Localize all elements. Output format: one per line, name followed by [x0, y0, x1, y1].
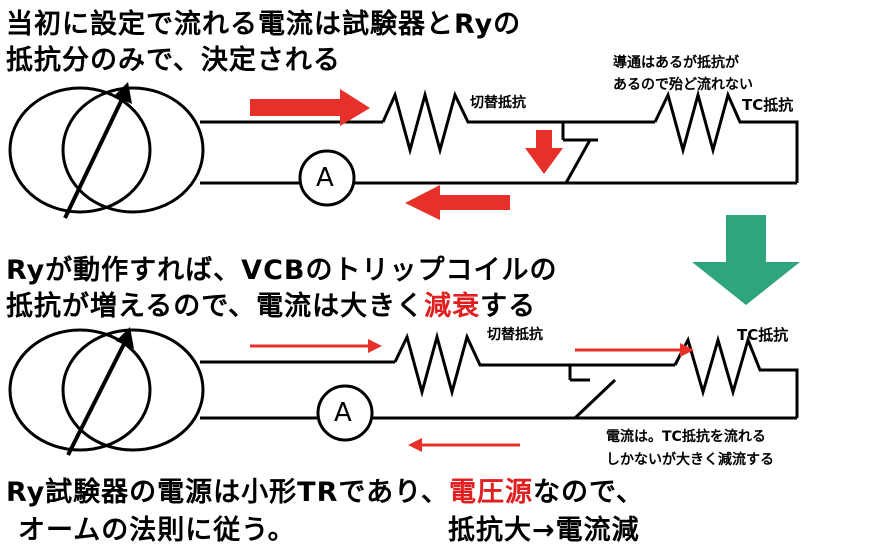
top-source-circle-right: [61, 86, 205, 214]
bottom-caption-line2: オームの法則に従う。: [18, 515, 296, 546]
bottom-caption-line1-pre: Ry試験器の電源は小形TRであり、: [6, 477, 450, 508]
top-ammeter-label: A: [316, 163, 334, 193]
top-circuit: [8, 82, 799, 220]
middle-caption-line1: Ryが動作すれば、VCBのトリップコイルの: [6, 255, 558, 286]
bottom-variable-arrow: [66, 339, 128, 456]
top-arrow-down: [525, 130, 563, 174]
middle-caption-line2-pre: 抵抗が増えるので、電流は大きく: [6, 291, 425, 322]
bottom-arrow-right-2-head: [680, 343, 694, 357]
top-caption-line1: 当初に設定で流れる電流は試験器とRyの: [6, 9, 522, 40]
bottom-caption-emphasis: 電圧源: [449, 477, 534, 508]
top-arrow-right: [250, 89, 370, 126]
top-tc-resistor-label: TC抵抗: [742, 96, 794, 114]
bottom-source-circle-left: [8, 328, 152, 452]
top-variable-arrow: [63, 94, 126, 219]
bottom-circuit: [8, 327, 799, 456]
bottom-switch-resistor: [393, 331, 570, 398]
top-source-circle-left: [8, 86, 152, 214]
bottom-caption-line2-right: 抵抗大→電流減: [448, 515, 640, 546]
top-note-line2: あるので殆ど流れない: [613, 77, 753, 93]
top-tc-resistor: [653, 89, 799, 183]
bottom-switch-resistor-label: 切替抵抗: [487, 327, 543, 343]
bottom-tc-resistor: [673, 334, 799, 418]
top-note-line1: 導通はあるが抵抗が: [613, 55, 739, 71]
top-caption-line2: 抵抗分のみで、決定される: [6, 45, 341, 76]
bottom-caption-line1-post: なので、: [533, 477, 644, 508]
bottom-ammeter: [316, 384, 374, 442]
top-switch-resistor: [381, 89, 570, 156]
middle-caption-emphasis: 減衰: [424, 291, 481, 322]
top-switch-resistor-label: 切替抵抗: [470, 95, 526, 111]
middle-caption-line2: 抵抗が増えるので、電流は大きく減衰する: [6, 284, 536, 323]
bottom-caption-line1: Ry試験器の電源は小形TRであり、電圧源なので、: [6, 470, 644, 509]
bottom-note-line2: しかないが大きく減流する: [606, 452, 774, 468]
bottom-arrow-right-1-head: [368, 339, 382, 353]
bottom-ammeter-label: A: [334, 398, 352, 428]
bottom-variable-arrowhead: [116, 327, 134, 349]
top-ammeter: [298, 149, 356, 207]
top-variable-arrowhead: [114, 82, 132, 104]
green-down-arrow: [692, 215, 800, 305]
middle-caption-line2-post: する: [480, 291, 537, 322]
bottom-contact-blade: [573, 378, 617, 420]
bottom-arrow-left-head: [408, 438, 422, 452]
bottom-source-circle-right: [61, 328, 205, 452]
top-contact-blade: [564, 139, 592, 184]
bottom-note-line1: 電流は。TC抵抗を流れる: [606, 429, 766, 445]
top-arrow-left: [405, 185, 510, 220]
bottom-tc-resistor-label: TC抵抗: [737, 326, 789, 344]
